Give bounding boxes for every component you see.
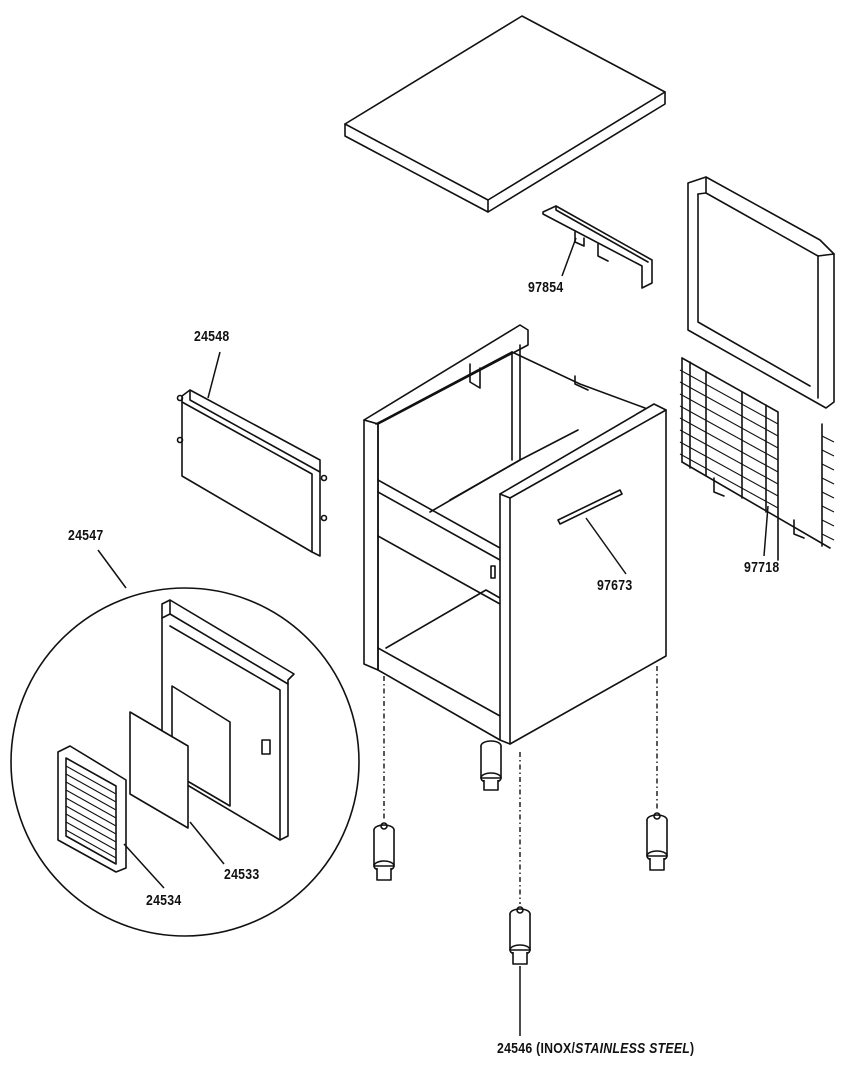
alignment-lines [383,666,658,904]
bracket-97854 [542,205,653,289]
label-24546-note-italic: STAINLESS STEEL [575,1040,691,1057]
panel-24548 [176,389,328,557]
foot-front-24546 [509,906,531,965]
foot-left [373,822,395,881]
side-frame-panel [687,176,835,409]
label-24546-note-suffix: ) [690,1040,695,1057]
label-24533: 24533 [224,866,260,883]
foot-right [646,812,668,871]
label-97854: 97854 [528,279,564,296]
cabinet-body [363,324,646,741]
door-panel-97673 [499,403,667,745]
label-24546-number: 24546 [497,1040,533,1057]
top-panel [344,15,666,213]
label-24534: 24534 [146,892,182,909]
detail-circle-24547 [10,587,360,937]
foot-under-cabinet [480,740,502,791]
label-24546-note-prefix: (INOX/ [536,1040,576,1057]
wire-rack-97718 [679,357,835,561]
label-97673: 97673 [597,577,633,594]
label-24547: 24547 [68,527,104,544]
label-24548: 24548 [194,328,230,345]
label-97718: 97718 [744,559,780,576]
label-24546: 24546 (INOX/STAINLESS STEEL) [497,1040,694,1057]
leader-lines [97,237,769,1036]
